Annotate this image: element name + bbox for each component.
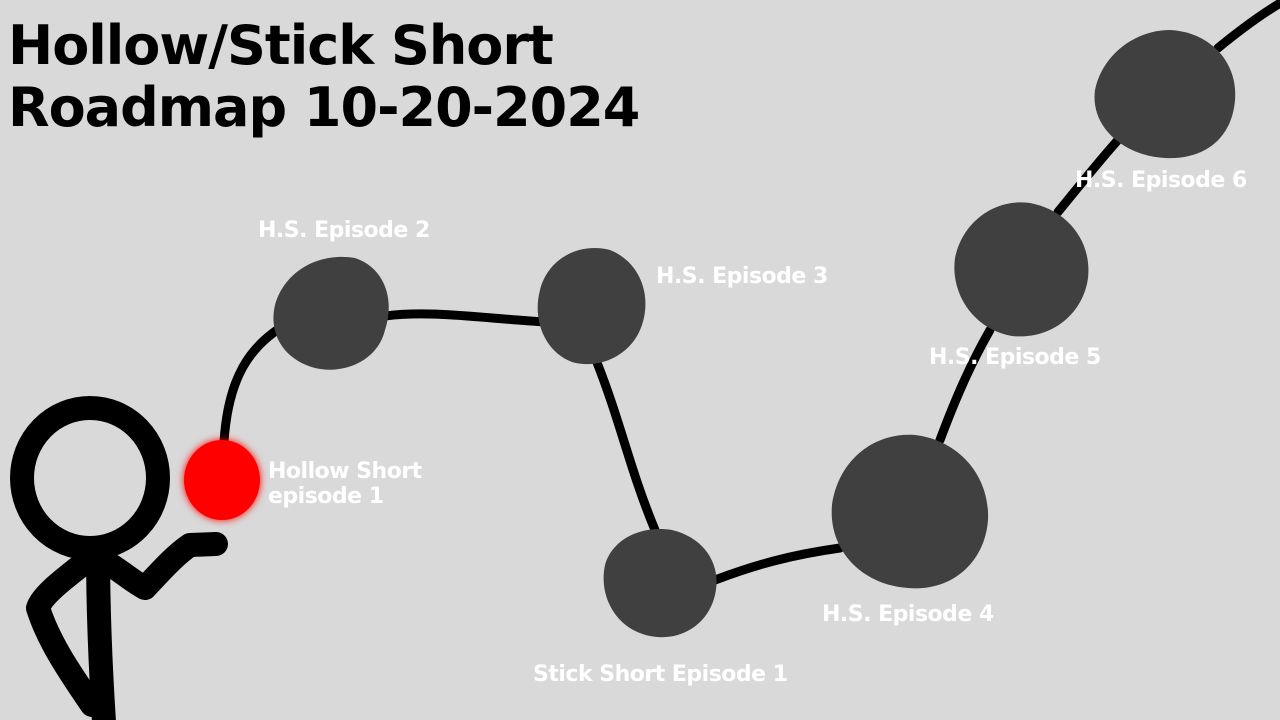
label-hs-episode-1-line-2: episode 1 — [268, 484, 384, 509]
roadmap-path — [219, 0, 1280, 585]
page-title-line-1: Hollow/Stick Short — [8, 14, 554, 77]
node-hs-episode-2[interactable] — [273, 256, 389, 370]
node-hs-episode-3[interactable] — [537, 247, 646, 365]
stick-figure — [10, 396, 228, 720]
roadmap-nodes — [184, 30, 1236, 638]
stick-figure-left-arm — [26, 548, 104, 717]
node-hs-episode-1[interactable] — [184, 440, 260, 520]
node-hs-episode-5[interactable] — [954, 202, 1089, 337]
path-segment-ep6-tail — [1213, 0, 1280, 53]
label-hs-episode-4: H.S. Episode 4 — [822, 602, 994, 627]
path-segment-ep2-ep3 — [380, 309, 550, 327]
label-stick-short-episode-1: Stick Short Episode 1 — [533, 662, 788, 687]
node-hs-episode-6[interactable] — [1094, 30, 1236, 159]
path-segment-ep3-ss1 — [591, 355, 660, 535]
label-hs-episode-6: H.S. Episode 6 — [1075, 168, 1247, 193]
stick-figure-right-arm — [90, 532, 228, 600]
label-hs-episode-5: H.S. Episode 5 — [929, 345, 1101, 370]
path-segment-ss1-ep4 — [710, 543, 845, 585]
page-title-line-2: Roadmap 10-20-2024 — [8, 76, 640, 139]
path-segment-ep4-ep5 — [935, 325, 995, 445]
node-hs-episode-4[interactable] — [831, 434, 989, 589]
label-hs-episode-1: Hollow Short episode 1 — [268, 459, 422, 509]
label-hs-episode-2: H.S. Episode 2 — [258, 218, 430, 243]
node-stick-short-episode-1[interactable] — [603, 529, 717, 638]
label-hs-episode-3: H.S. Episode 3 — [656, 264, 828, 289]
label-hs-episode-1-line-1: Hollow Short — [268, 459, 422, 484]
stick-figure-head — [10, 396, 170, 560]
path-segment-ep5-ep6 — [1053, 135, 1123, 217]
